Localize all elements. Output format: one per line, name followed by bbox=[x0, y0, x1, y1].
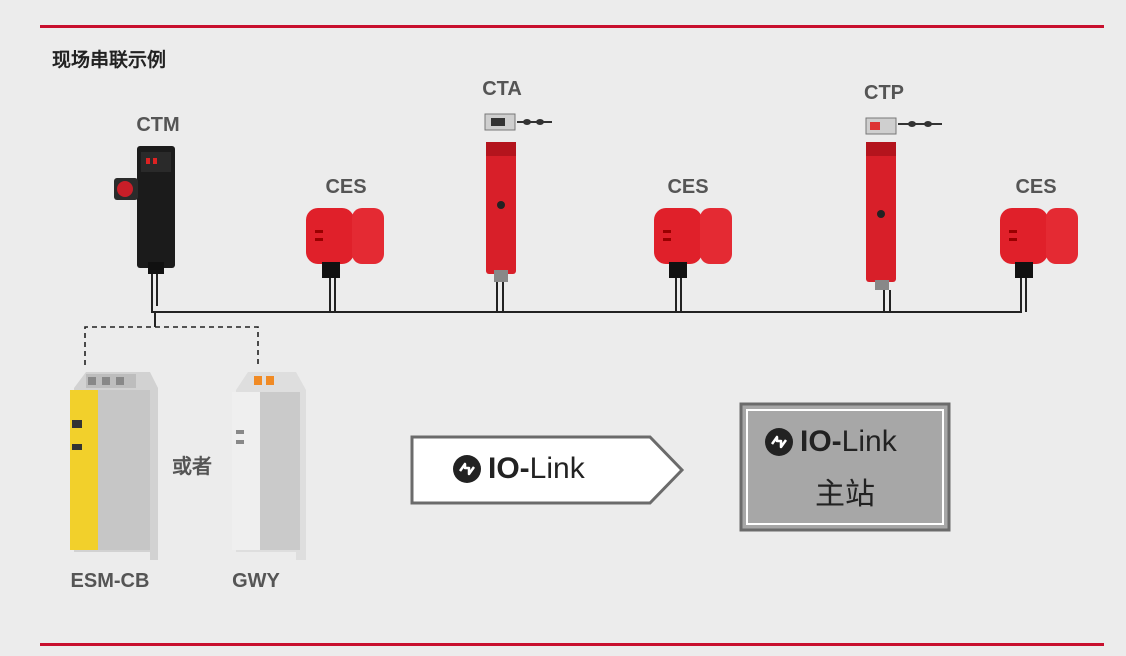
bottom-rule bbox=[40, 643, 1104, 646]
iolink-master-rest: Link bbox=[841, 425, 897, 458]
or-label: 或者 bbox=[172, 456, 212, 478]
iolink-arrow-rest: Link bbox=[529, 452, 585, 485]
iolink-master-box bbox=[739, 402, 951, 532]
page-title: 现场串联示例 bbox=[52, 50, 167, 71]
iolink-arrow-text: IO-Link bbox=[452, 452, 585, 486]
cta-device bbox=[484, 113, 552, 282]
cta-label: CTA bbox=[482, 78, 522, 100]
iolink-master-text: IO-Link bbox=[764, 425, 897, 459]
ctp-device bbox=[865, 117, 942, 290]
ces-device-3 bbox=[1000, 208, 1078, 278]
esm-cb-label: ESM-CB bbox=[70, 570, 150, 592]
iolink-logo-icon bbox=[765, 428, 793, 456]
iolink-master-bold: IO- bbox=[800, 425, 842, 458]
ces-device-2 bbox=[654, 208, 732, 278]
ces-device-1 bbox=[306, 208, 384, 278]
bus-cable bbox=[151, 272, 1027, 327]
iolink-arrow-bold: IO- bbox=[488, 452, 530, 485]
iolink-master-subtitle: 主站 bbox=[815, 478, 875, 511]
gwy-module bbox=[232, 372, 306, 560]
esm-cb-module bbox=[70, 372, 158, 560]
gwy-label: GWY bbox=[232, 570, 280, 592]
ces-label-1: CES bbox=[325, 176, 367, 198]
iolink-logo-icon bbox=[453, 455, 481, 483]
dashed-branch bbox=[84, 326, 259, 365]
ctm-device bbox=[114, 146, 175, 274]
ctp-label: CTP bbox=[864, 82, 904, 104]
ctm-label: CTM bbox=[136, 114, 180, 136]
iolink-arrow-shape bbox=[410, 435, 685, 505]
top-rule bbox=[40, 25, 1104, 28]
ces-label-3: CES bbox=[1015, 176, 1057, 198]
ces-label-2: CES bbox=[667, 176, 709, 198]
